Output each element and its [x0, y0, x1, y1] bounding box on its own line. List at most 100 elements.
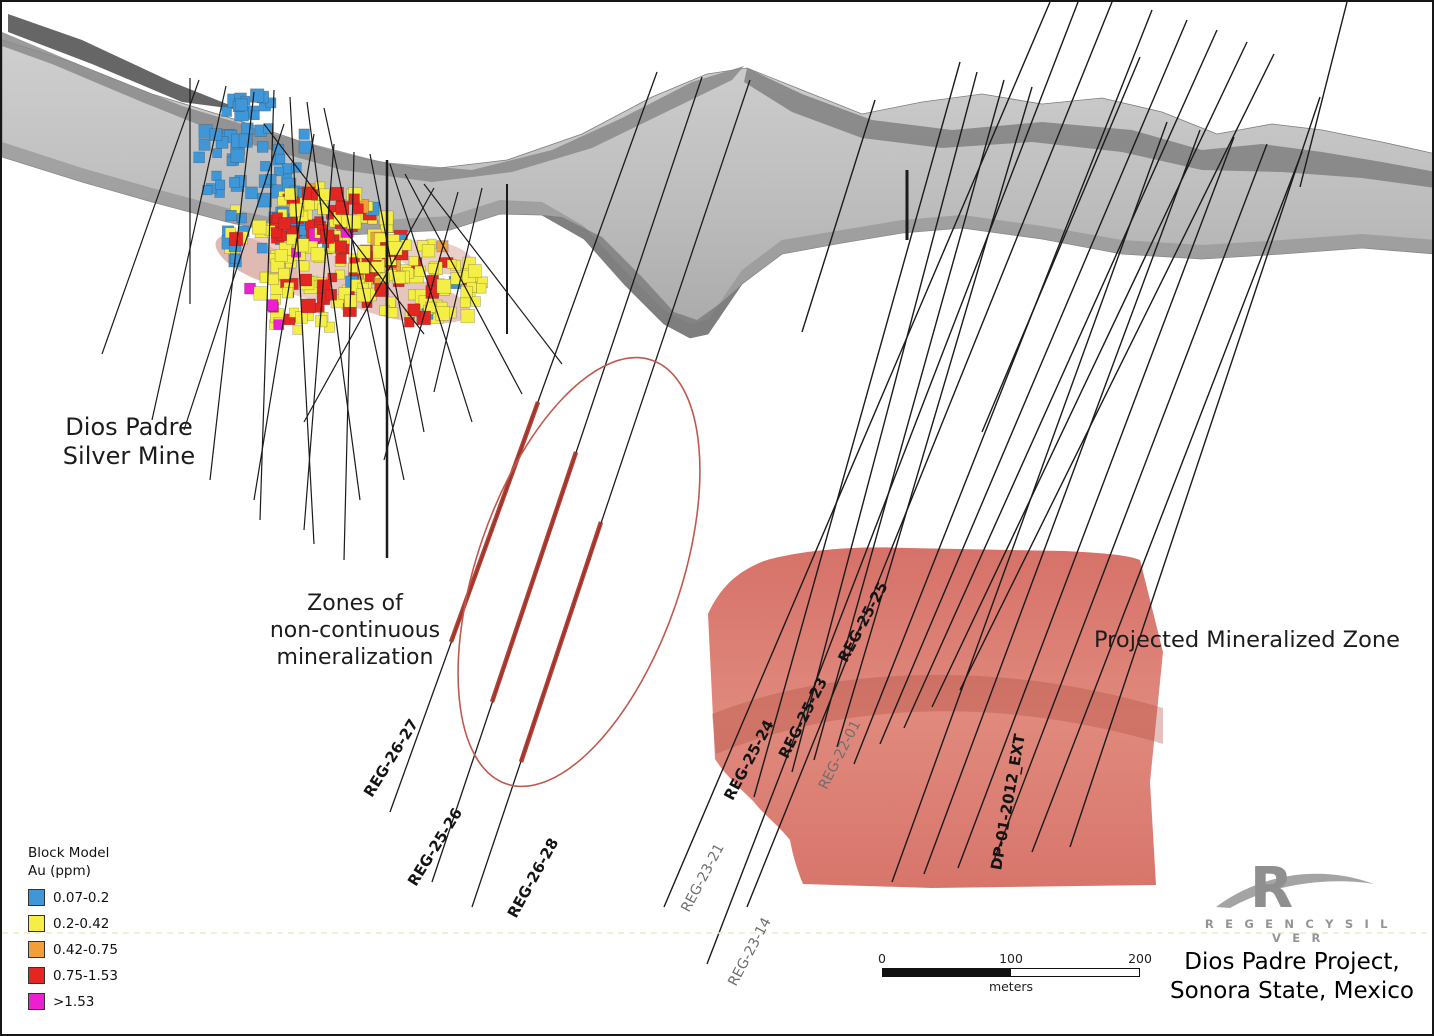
block-model-cell — [325, 288, 337, 301]
mine-annotation-line2: Silver Mine — [62, 441, 196, 470]
zones-annotation-line2: non-continuous — [269, 617, 441, 643]
block-model-cell — [234, 98, 248, 112]
block-model-cell — [212, 148, 223, 159]
block-model-cell — [198, 138, 211, 151]
legend-item: >1.53 — [28, 993, 118, 1011]
block-model-cell — [353, 203, 364, 215]
projected-mineralized-zone — [708, 547, 1163, 888]
legend-item: 0.75-1.53 — [28, 967, 118, 985]
caption-line1: Dios Padre Project, — [1184, 949, 1400, 975]
block-model-cell — [273, 166, 284, 177]
block-model-cell — [323, 321, 335, 333]
block-model-cell — [229, 232, 244, 247]
drill-traces-left — [101, 78, 563, 561]
legend-swatch — [28, 941, 45, 959]
projected-zone-annotation: Projected Mineralized Zone — [1094, 627, 1400, 653]
projected-zone-shape — [708, 547, 1163, 888]
block-model-cell — [278, 217, 292, 230]
block-model-cell — [459, 297, 471, 308]
block-model-cell — [250, 110, 260, 121]
block-model-cell — [221, 106, 232, 117]
block-model-cell — [404, 316, 415, 328]
block-model-cell — [317, 203, 329, 215]
block-model-cell — [299, 273, 313, 287]
block-model-cell — [193, 151, 205, 164]
block-model-cell — [348, 262, 359, 273]
scale-bar-segment-black — [882, 968, 1011, 977]
block-model-cell — [273, 319, 285, 331]
block-model-cell — [263, 123, 274, 134]
legend-title-line2: Au (ppm) — [28, 863, 91, 880]
block-model-cell — [435, 306, 450, 321]
block-model-cell — [252, 219, 267, 235]
zones-annotation: Zones of non-continuous mineralization — [248, 591, 462, 671]
block-model-cell — [298, 128, 310, 140]
block-model-cell — [292, 324, 303, 335]
legend-title-line1: Block Model — [28, 845, 110, 861]
regency-logo: R — [1216, 856, 1374, 921]
caption-line2: Sonora State, Mexico — [1170, 978, 1414, 1005]
block-model-cell — [241, 122, 254, 135]
legend-swatch — [28, 993, 45, 1011]
block-model-cell — [267, 273, 279, 285]
highlight-ellipse — [457, 356, 701, 788]
legend-label: 0.42-0.75 — [53, 941, 118, 958]
block-model-cell — [414, 265, 426, 278]
legend-label: >1.53 — [53, 993, 95, 1010]
logo-letter: R — [1250, 856, 1293, 921]
red-intercept-3 — [518, 521, 604, 763]
block-model-cell — [346, 214, 362, 230]
legend-item: 0.07-0.2 — [28, 889, 118, 907]
legend-item: 0.42-0.75 — [28, 941, 118, 959]
block-model-cell — [238, 133, 253, 148]
legend-label: 0.75-1.53 — [53, 967, 118, 984]
block-model-cell — [270, 227, 282, 239]
legend-item: 0.2-0.42 — [28, 915, 118, 933]
non-continuous-zone — [448, 356, 701, 788]
block-model-cell — [357, 261, 370, 274]
block-model-cell — [236, 213, 247, 224]
scale-bar-labels: 0 100 200 — [878, 951, 1152, 966]
mine-annotation-line1: Dios Padre — [65, 413, 193, 441]
block-model-cell — [215, 179, 226, 190]
block-model-cell — [408, 256, 419, 267]
block-model-cell — [209, 128, 223, 141]
block-model-cell — [385, 296, 396, 308]
block-model-cell — [357, 245, 371, 259]
terrain-ridge-dark — [8, 14, 242, 110]
block-model-cell — [298, 260, 310, 272]
block-model-cell — [230, 148, 245, 163]
scale-bar: 0 100 200 meters — [878, 951, 1152, 994]
logo-swoosh — [1216, 873, 1374, 908]
block-model-cell — [274, 249, 288, 262]
block-model-cell — [407, 303, 421, 317]
block-model-cell — [256, 242, 268, 254]
figure-caption: Dios Padre Project, Sonora State, Mexico — [1158, 948, 1426, 1007]
zones-annotation-line3: mineralization — [276, 644, 434, 670]
block-model-cell — [334, 240, 348, 253]
block-model-cell — [225, 210, 237, 222]
scale-bar-segment-white — [1011, 968, 1140, 977]
legend-swatch — [28, 889, 45, 907]
block-model-cell — [277, 196, 288, 207]
block-model-cell — [257, 141, 269, 153]
block-model-cell — [275, 153, 286, 164]
zones-annotation-line1: Zones of — [307, 591, 403, 616]
block-model-cell — [315, 315, 328, 328]
block-model-cell — [392, 271, 406, 284]
legend-swatch — [28, 967, 45, 985]
block-model-cell — [266, 299, 279, 312]
block-model-cell — [281, 163, 293, 175]
block-model-cell — [446, 259, 457, 270]
legend-label: 0.2-0.42 — [53, 915, 110, 932]
block-model-cell — [284, 187, 297, 201]
scale-bar-unit: meters — [988, 979, 1034, 994]
block-model-cell — [277, 267, 290, 280]
drill-traces-right — [663, 2, 1348, 965]
block-model-cell — [356, 287, 371, 303]
block-model-cell — [427, 263, 439, 274]
terrain-valley-shade — [542, 215, 742, 338]
block-model-cell — [436, 278, 452, 294]
legend-swatch — [28, 915, 45, 933]
